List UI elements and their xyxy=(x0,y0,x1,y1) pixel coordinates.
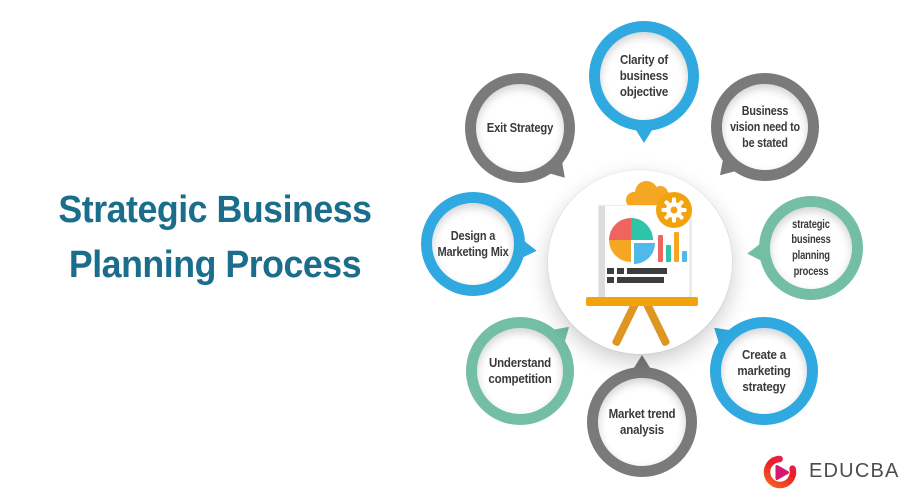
presentation-easel-illustration xyxy=(548,170,732,354)
easel-tray xyxy=(586,297,698,306)
process-step-design-marketing-mix: Design a Marketing Mix xyxy=(421,192,525,296)
bar-chart-icon xyxy=(658,228,688,262)
text-lines-row xyxy=(607,268,667,274)
process-step-business-vision: Business vision need to be stated xyxy=(711,73,819,181)
page-title-line-2: Planning Process xyxy=(68,244,362,286)
process-step-create-marketing-strategy: Create a marketing strategy xyxy=(710,317,818,425)
text-lines-row xyxy=(607,277,664,283)
process-step-label: Market trend analysis xyxy=(608,406,676,437)
process-step-label: Business vision need to be stated xyxy=(730,103,800,151)
gear-icon xyxy=(656,192,692,228)
process-step-strategic-business-planning: strategic business planning process xyxy=(759,196,863,300)
process-step-clarity-of-business-objective: Clarity of business objective xyxy=(589,21,699,143)
process-step-market-trend-analysis: Market trend analysis xyxy=(587,367,697,477)
page-title-line-1: Strategic Business xyxy=(58,189,372,231)
process-step-label: Create a marketing strategy xyxy=(737,347,791,395)
process-step-label: Exit Strategy xyxy=(486,120,554,135)
process-step-label: Clarity of business objective xyxy=(619,52,669,100)
pie-wedge-exploded xyxy=(634,243,655,264)
educba-logo-text: EDUCBA xyxy=(809,459,900,482)
process-step-label: strategic business planning process xyxy=(791,216,831,278)
educba-logo-icon xyxy=(763,455,797,489)
center-hub-circle xyxy=(548,170,732,354)
easel-left-leg xyxy=(611,300,640,347)
whiteboard-edge xyxy=(599,206,605,299)
easel-right-leg xyxy=(642,300,671,347)
page-title: Strategic Business Planning Process xyxy=(27,183,403,293)
educba-logo: EDUCBA xyxy=(760,451,900,491)
process-step-understand-competition: Understand competition xyxy=(466,317,574,425)
whiteboard xyxy=(598,205,690,300)
process-step-label: Understand competition xyxy=(488,355,552,386)
process-step-label: Design a Marketing Mix xyxy=(437,228,509,259)
process-step-exit-strategy: Exit Strategy xyxy=(465,73,575,183)
